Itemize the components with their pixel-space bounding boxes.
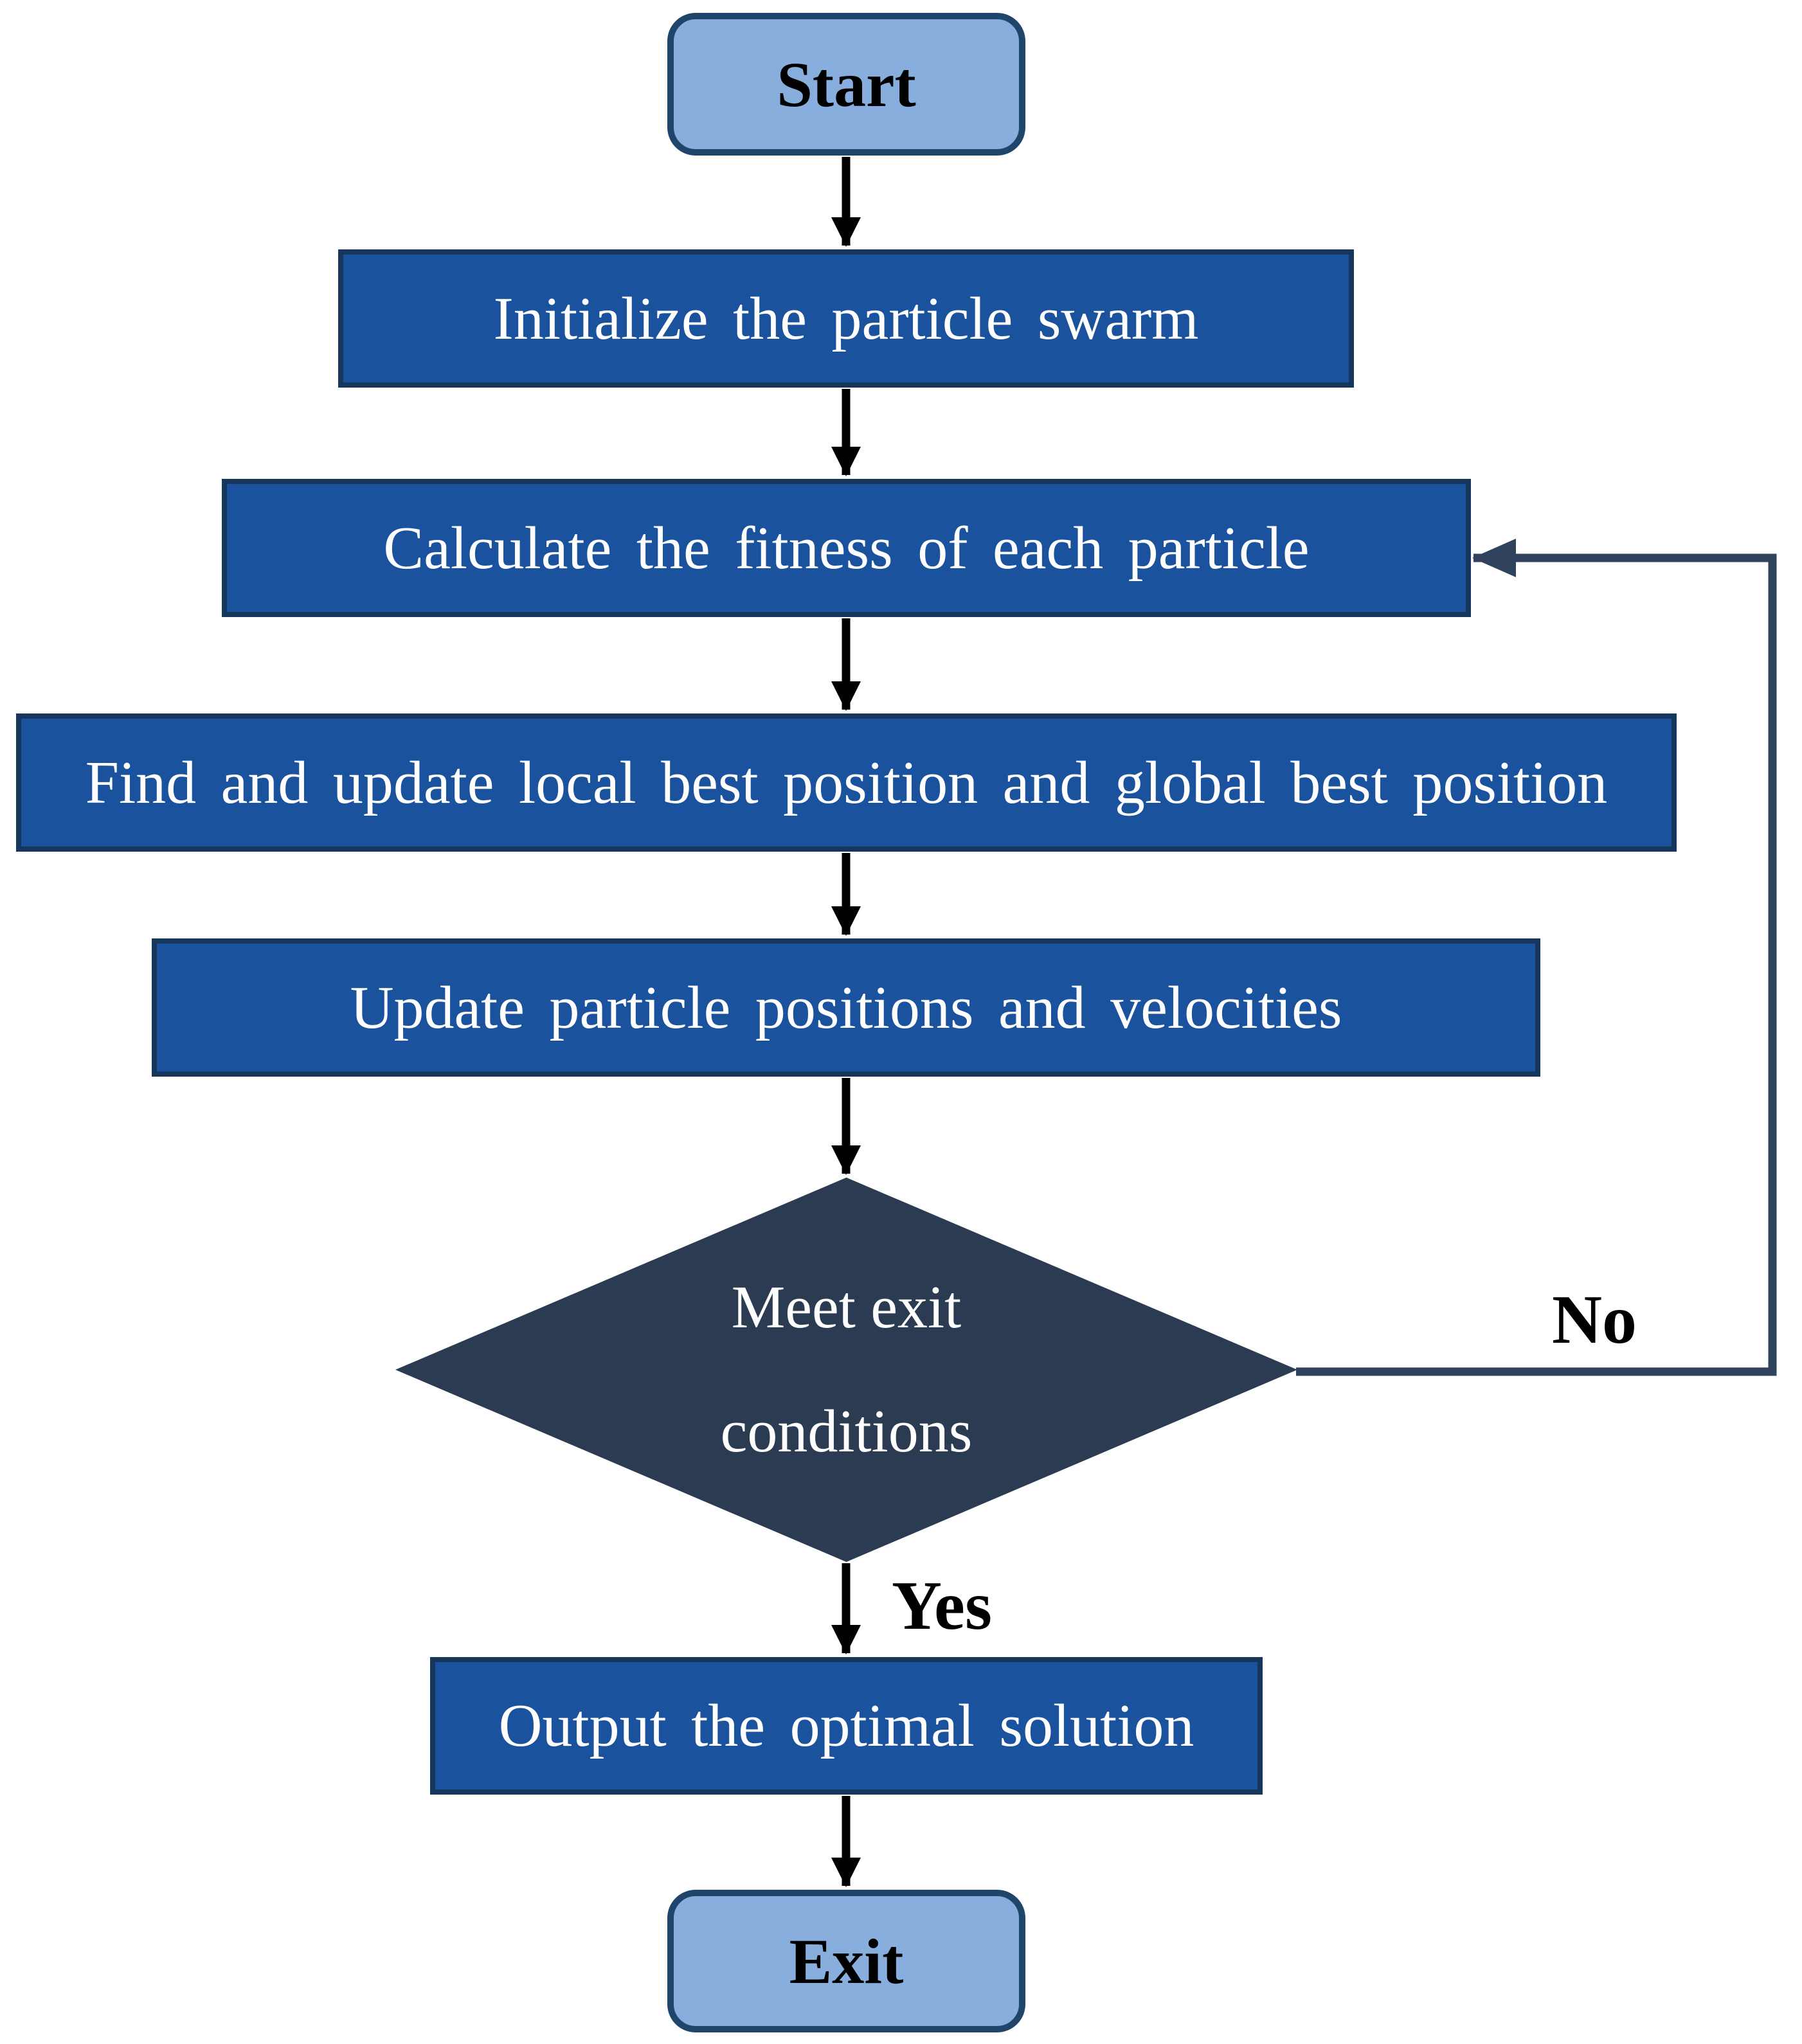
node-update: Update particle positions and velocities [152,938,1540,1077]
start-label: Start [777,48,916,120]
edge-label-no: No [1552,1282,1637,1358]
output-label: Output the optimal solution [498,1692,1194,1759]
exit-label: Exit [789,1925,904,1997]
find-update-label: Find and update local best position and … [85,749,1608,816]
decision-label: Meet exit conditions [720,1274,973,1465]
node-output: Output the optimal solution [430,1657,1263,1795]
node-initialize: Initialize the particle swarm [338,249,1354,388]
edge-label-yes: Yes [892,1568,992,1644]
node-calculate: Calculate the fitness of each particle [222,479,1471,617]
node-start: Start [667,13,1025,156]
node-exit: Exit [667,1890,1025,2032]
update-label: Update particle positions and velocities [350,974,1342,1041]
node-find-update: Find and update local best position and … [16,713,1677,852]
calculate-label: Calculate the fitness of each particle [383,514,1310,582]
initialize-label: Initialize the particle swarm [493,285,1199,352]
node-decision: Meet exit conditions [395,1178,1297,1562]
